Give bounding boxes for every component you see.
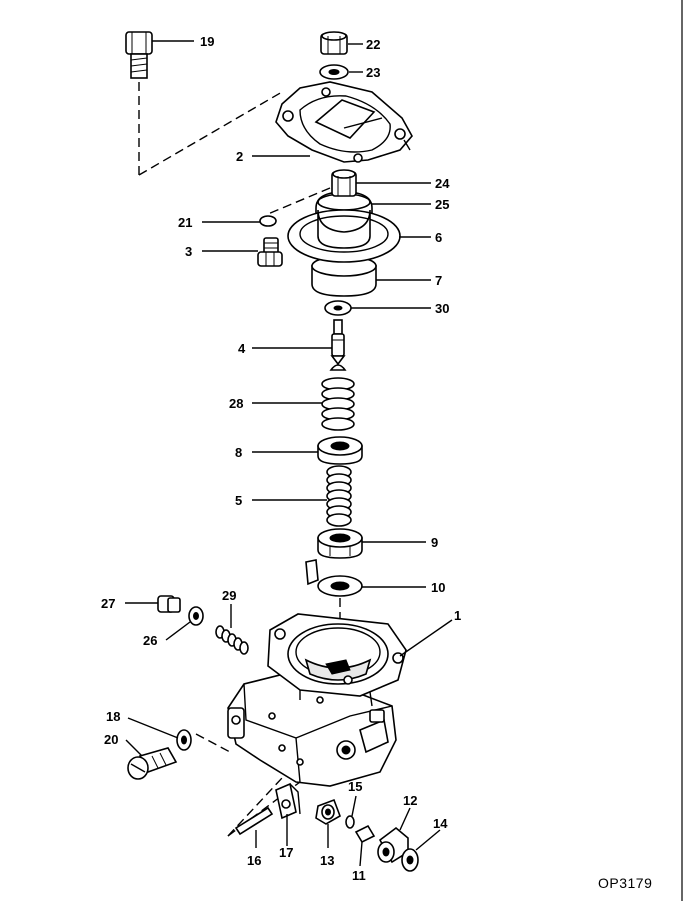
part-5-spring	[326, 465, 352, 527]
part-30-washer	[324, 300, 352, 316]
label-24: 24	[435, 176, 450, 191]
label-18: 18	[106, 709, 120, 724]
part-24-nut	[331, 169, 357, 197]
drawing-code: OP3179	[598, 875, 652, 891]
label-3: 3	[185, 244, 192, 259]
part-3-plug	[257, 237, 283, 267]
label-8: 8	[235, 445, 242, 460]
part-9-nut	[317, 528, 363, 559]
label-20: 20	[104, 732, 118, 747]
part-8-spring-seat	[317, 436, 363, 465]
label-14: 14	[433, 816, 448, 831]
assembly-line-20	[195, 733, 231, 753]
part-12-cap	[377, 826, 409, 864]
label-4: 4	[238, 341, 246, 356]
assembly-line-19b	[138, 91, 283, 176]
part-15-o-ring	[345, 815, 355, 829]
part-22-nut	[320, 31, 348, 55]
label-27: 27	[101, 596, 115, 611]
label-16: 16	[247, 853, 261, 868]
part-26-washer	[188, 606, 204, 626]
part-16-pin	[234, 806, 274, 836]
label-10: 10	[431, 580, 445, 595]
label-30: 30	[435, 301, 449, 316]
label-17: 17	[279, 845, 293, 860]
label-7: 7	[435, 273, 442, 288]
leader-lines	[125, 40, 453, 867]
part-13-nut	[315, 798, 341, 825]
label-11: 11	[352, 868, 366, 883]
part-21-o-ring	[259, 215, 277, 227]
label-5: 5	[235, 493, 242, 508]
assembly-line-2	[267, 187, 331, 215]
part-17-bracket	[275, 782, 301, 820]
part-1-body	[227, 613, 407, 787]
label-21: 21	[178, 215, 192, 230]
part-28-spring	[321, 377, 355, 431]
part-27-plug	[157, 595, 181, 613]
label-13: 13	[320, 853, 334, 868]
label-25: 25	[435, 197, 449, 212]
label-26: 26	[143, 633, 157, 648]
label-28: 28	[229, 396, 243, 411]
part-4-valve	[329, 319, 347, 371]
label-2: 2	[236, 149, 243, 164]
label-15: 15	[348, 779, 362, 794]
part-10-lock-plate	[305, 559, 363, 597]
label-9: 9	[431, 535, 438, 550]
part-20-screw	[127, 747, 178, 780]
part-29-spring	[215, 625, 249, 655]
label-22: 22	[366, 37, 380, 52]
part-2-cover	[275, 81, 413, 163]
label-23: 23	[366, 65, 380, 80]
label-19: 19	[200, 34, 214, 49]
label-6: 6	[435, 230, 442, 245]
part-19-bolt	[125, 31, 153, 79]
part-11-pin	[354, 824, 376, 844]
part-14-washer	[401, 848, 419, 872]
label-29: 29	[222, 588, 236, 603]
part-18-washer	[176, 729, 192, 751]
label-12: 12	[403, 793, 417, 808]
part-6-diaphragm	[287, 209, 401, 263]
part-23-washer	[319, 64, 349, 80]
label-1: 1	[454, 608, 461, 623]
